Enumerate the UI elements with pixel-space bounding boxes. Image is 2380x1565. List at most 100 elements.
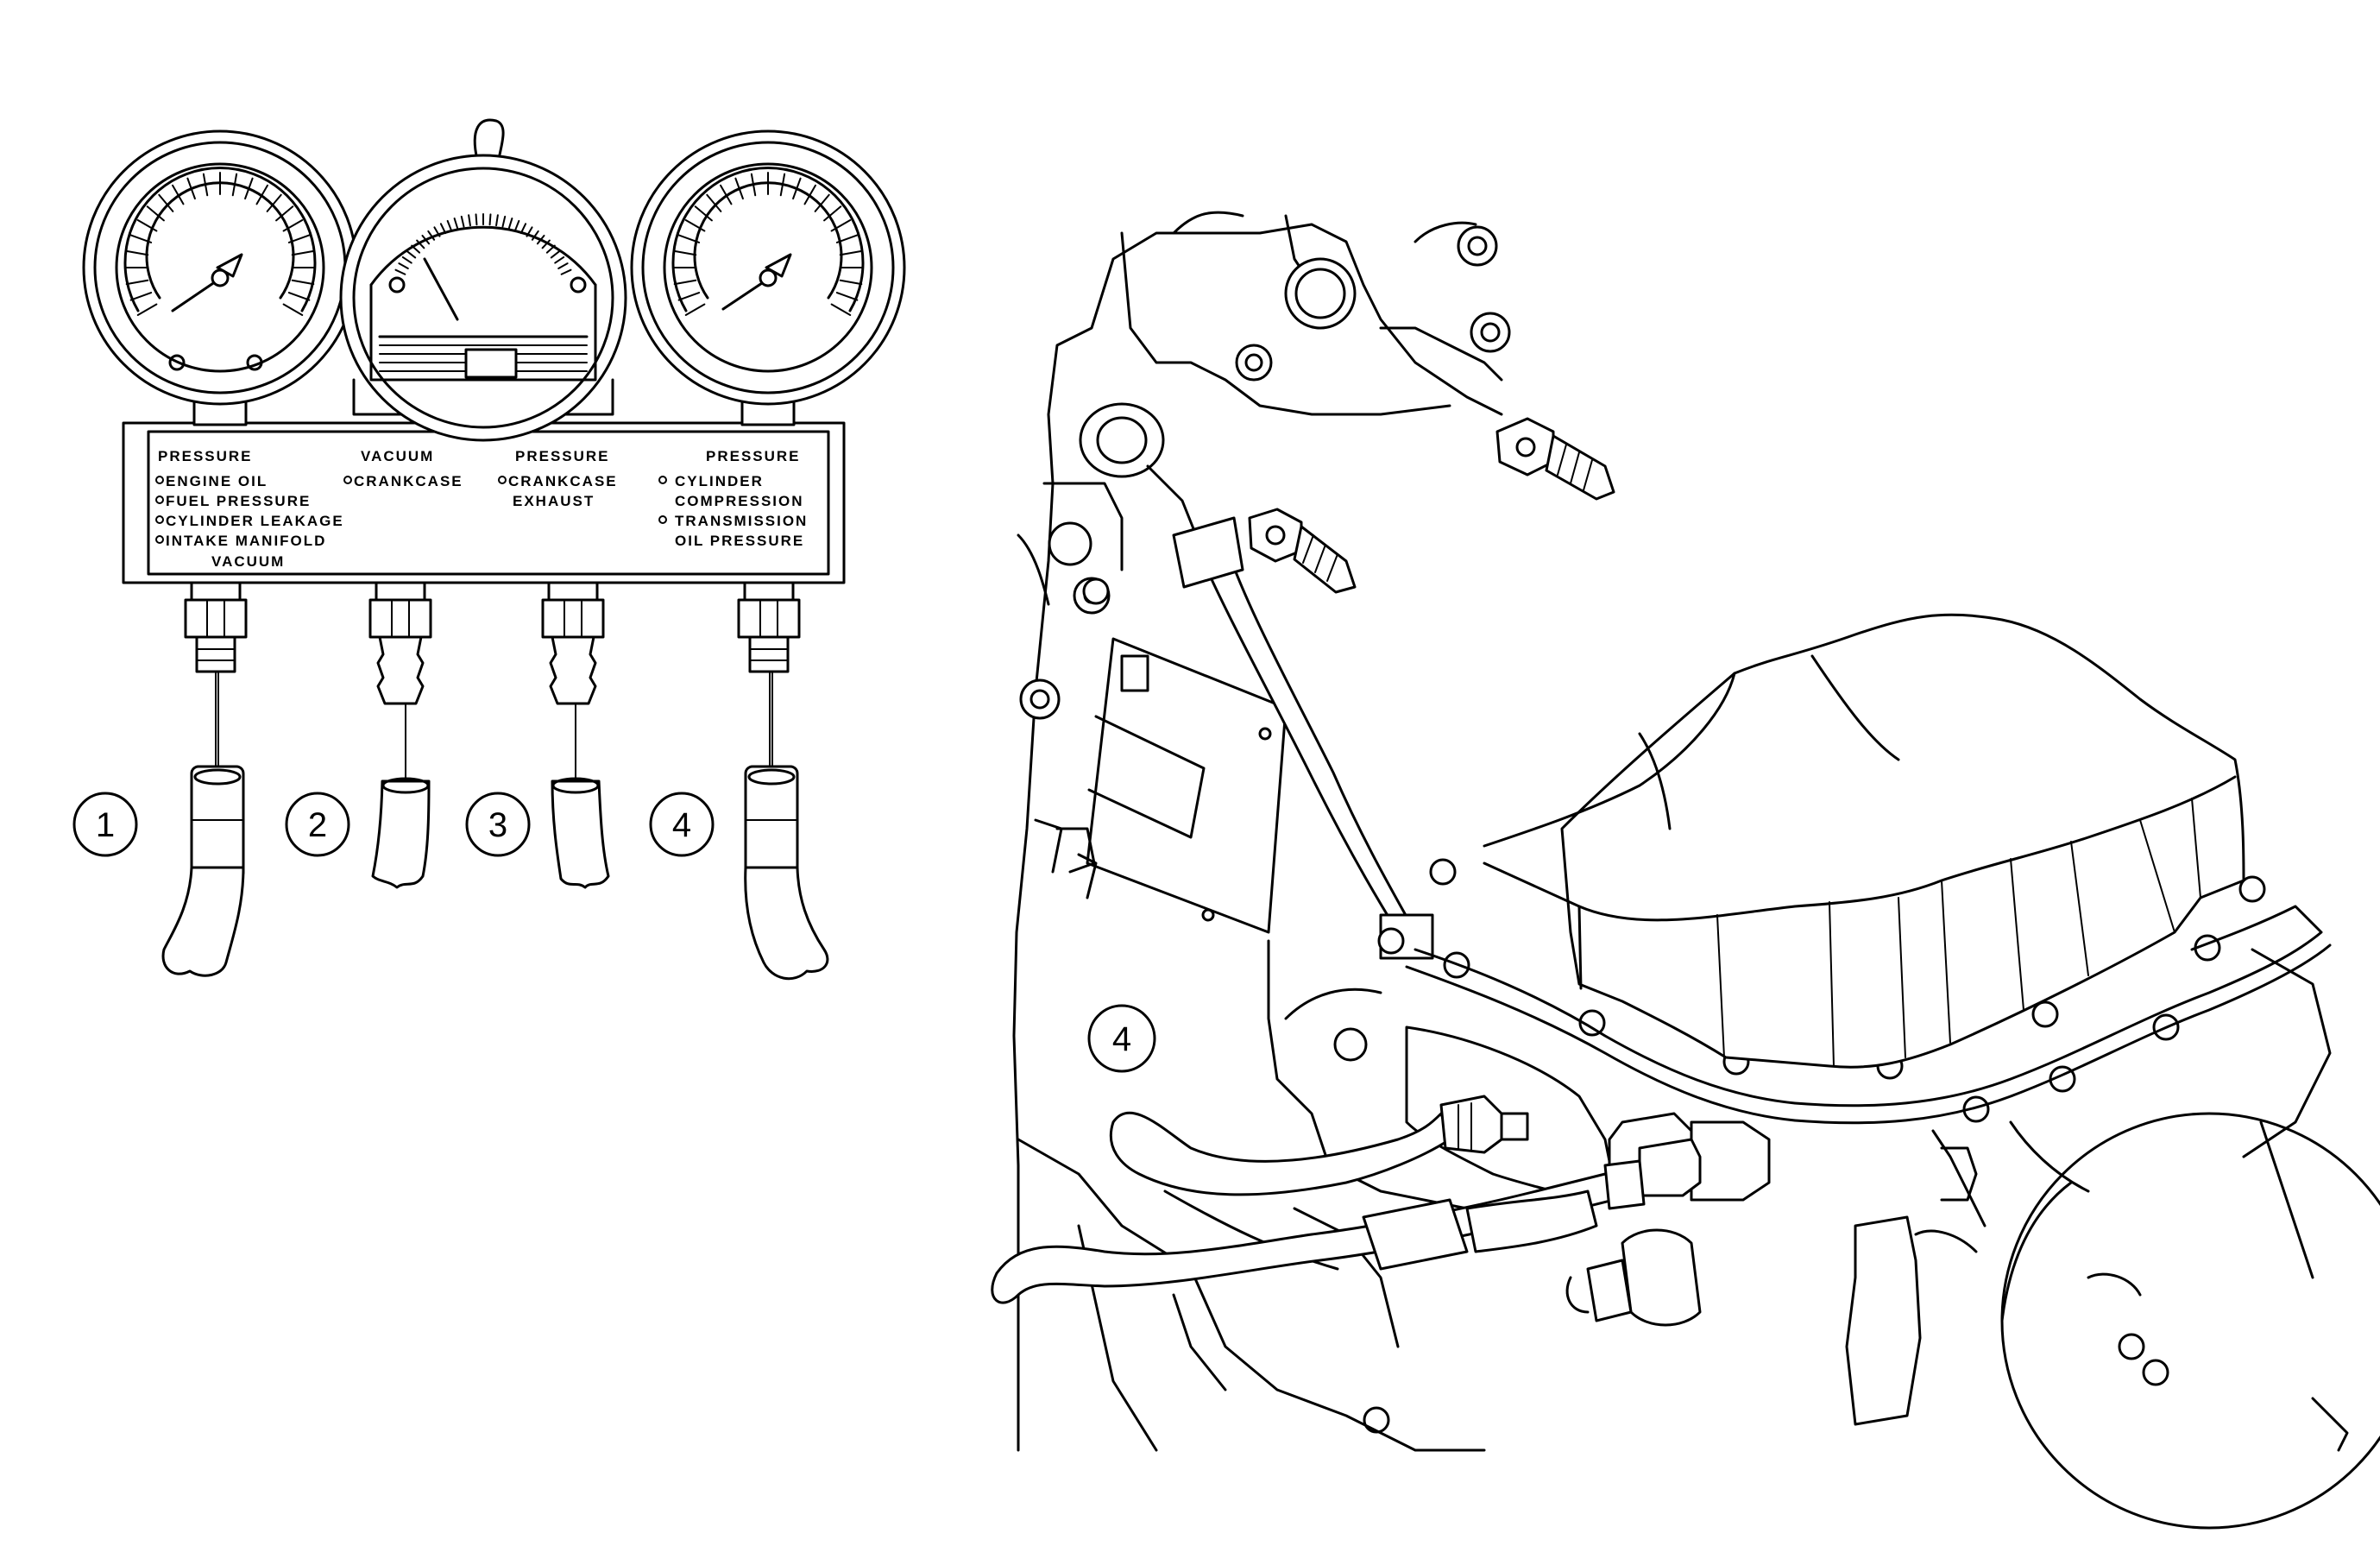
right-gauge-ticks <box>672 172 864 316</box>
gauge-tick <box>803 184 816 205</box>
callout-2: 2 <box>285 792 350 857</box>
gauge-tick <box>416 239 425 249</box>
gauge-tick <box>129 234 153 243</box>
engine-illustration <box>991 211 2380 1530</box>
gauge-tick <box>495 214 499 227</box>
callout-3: 3 <box>465 792 531 857</box>
gauge-tick <box>684 303 706 316</box>
gauge-tick <box>560 268 572 275</box>
callout-1: 1 <box>72 792 138 857</box>
test-hose-lower <box>991 1138 1702 1304</box>
gauge-tick <box>507 218 513 230</box>
label-cylinder: CYLINDER <box>675 473 764 489</box>
gauge-tick <box>823 205 842 222</box>
gauge-tick <box>673 279 697 286</box>
gauge-tick <box>244 177 254 200</box>
hose-1 <box>161 765 245 977</box>
gauge-tick <box>830 219 852 232</box>
gauge-tick <box>557 262 569 270</box>
engine-callout-4: 4 <box>1087 1004 1156 1073</box>
fitting-4 <box>737 581 801 673</box>
svg-text:2: 2 <box>308 806 327 844</box>
gauge-tick <box>136 303 158 316</box>
label-transmission: TRANSMISSION <box>675 513 808 529</box>
heat-shield-plate <box>1086 637 1288 934</box>
gauge-tick <box>835 292 859 301</box>
gauge-tick <box>433 226 441 237</box>
gauge-tick <box>186 177 196 200</box>
label-intake-manifold: INTAKE MANIFOLD <box>166 533 326 549</box>
gauge-tick <box>541 239 551 249</box>
gauge-tick <box>531 230 539 241</box>
gauge-tick <box>398 262 409 270</box>
gauge-tick <box>839 279 863 286</box>
gauge-tick <box>146 205 165 222</box>
gauge-set: PRESSURE VACUUM PRESSURE PRESSURE ENGINE… <box>72 118 906 981</box>
header-vacuum: VACUUM <box>361 448 434 464</box>
stud-fitting-lower <box>1248 508 1357 594</box>
gauge-tick <box>835 234 859 243</box>
gauge-tick <box>427 230 436 241</box>
gauge-tick <box>255 184 268 205</box>
center-gauge-needle <box>423 257 459 321</box>
gauge-tick <box>411 244 421 254</box>
test-hose-long <box>1109 1095 1529 1196</box>
gauge-tick <box>446 219 453 232</box>
gauge-tick <box>814 193 830 212</box>
header-pressure-1: PRESSURE <box>158 448 253 464</box>
gauge-tick <box>282 303 304 316</box>
gauge-tick <box>453 218 459 230</box>
gauge-tick <box>172 184 185 205</box>
label-compression: COMPRESSION <box>675 493 804 509</box>
gauge-tick <box>830 303 852 316</box>
fitting-3 <box>541 581 605 705</box>
gauge-tick <box>406 250 417 259</box>
label-exhaust: EXHAUST <box>513 493 595 509</box>
callout-4: 4 <box>649 792 715 857</box>
gauge-tick <box>839 249 863 256</box>
label-oil-pressure: OIL PRESSURE <box>675 533 804 549</box>
gauge-tick <box>275 205 294 222</box>
svg-text:1: 1 <box>96 806 115 844</box>
gauge-tick <box>673 249 697 256</box>
panel-labels: PRESSURE VACUUM PRESSURE PRESSURE ENGINE… <box>155 448 808 570</box>
gauge-tick <box>468 214 471 227</box>
left-gauge-ticks <box>124 172 316 316</box>
gauge-tick <box>792 177 802 200</box>
gauge-tick <box>266 193 282 212</box>
fitting-2 <box>368 581 432 705</box>
gauge-tick <box>287 292 311 301</box>
gauge-tick <box>677 292 701 301</box>
gauge-tick <box>706 193 722 212</box>
gauge-tick <box>501 215 507 228</box>
gauge-tick <box>677 234 701 243</box>
gauge-tick <box>720 184 733 205</box>
gauge-tick <box>439 223 447 235</box>
gauge-tick <box>125 279 149 286</box>
svg-text:4: 4 <box>1112 1020 1131 1058</box>
gauge-tick <box>394 268 406 275</box>
gauge-tick <box>460 215 465 228</box>
gauge-tick <box>136 219 158 232</box>
gauge-tick <box>421 234 431 245</box>
gauge-tick <box>750 173 757 197</box>
fitting-1 <box>184 581 248 673</box>
gauge-tick <box>554 256 565 264</box>
hose-4 <box>744 765 829 981</box>
gauge-wire <box>473 118 505 161</box>
svg-text:4: 4 <box>672 806 691 844</box>
gauge-tick <box>202 173 209 197</box>
gauge-tick <box>291 249 315 256</box>
label-crankcase-vacuum: CRANKCASE <box>354 473 463 489</box>
label-vacuum: VACUUM <box>211 553 285 570</box>
gauge-tick <box>401 256 412 264</box>
svg-text:3: 3 <box>488 806 507 844</box>
header-pressure-2: PRESSURE <box>515 448 610 464</box>
label-cylinder-leakage: CYLINDER LEAKAGE <box>166 513 344 529</box>
gauge-tick <box>282 219 304 232</box>
gauge-tick <box>684 219 706 232</box>
center-vacuum-gauge <box>339 154 627 442</box>
gauge-tick <box>519 223 527 235</box>
